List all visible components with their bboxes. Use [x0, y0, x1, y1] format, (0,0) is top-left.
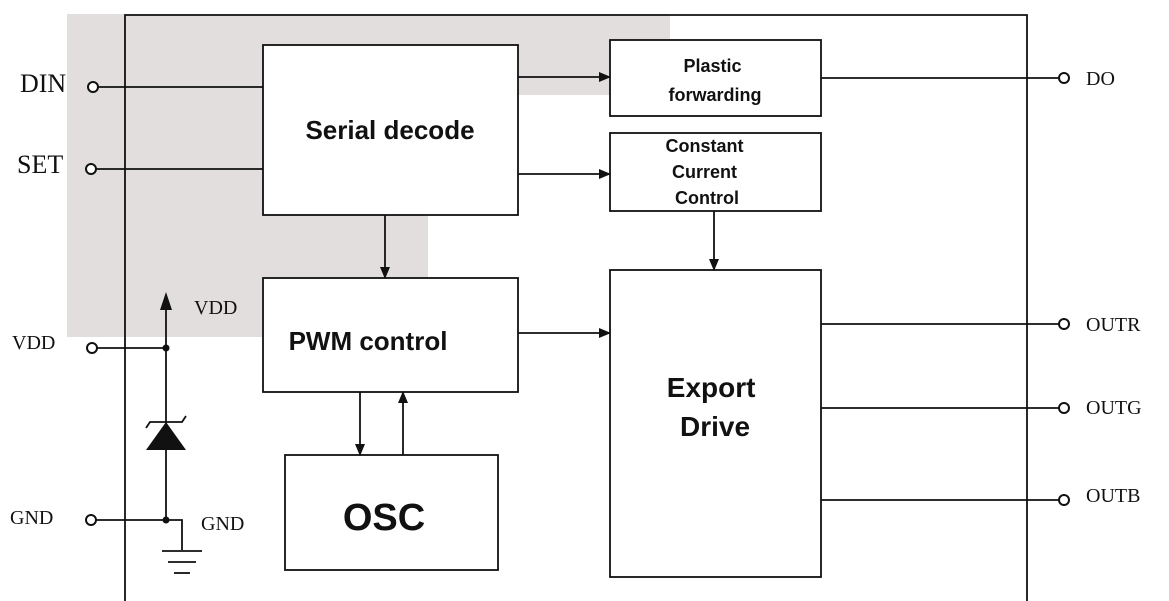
serial-decode-block [262, 44, 519, 216]
internal-vdd-label: VDD [194, 297, 237, 319]
ground-symbol-icon [162, 519, 202, 574]
osc-label: OSC [343, 497, 425, 539]
pwm-control-label: PWM control [289, 326, 448, 356]
export-drive-line-1: Export [667, 372, 756, 403]
plastic-forwarding-line-2: forwarding [669, 85, 762, 105]
pin-label-outr: OUTR [1086, 314, 1141, 336]
plastic-forwarding-line-1: Plastic [683, 56, 741, 76]
pin-label-vdd: VDD [12, 332, 55, 354]
vdd-arrow-icon [160, 292, 172, 310]
pin-label-din: DIN [20, 69, 66, 98]
pin-label-gnd: GND [10, 507, 53, 529]
osc-block [284, 454, 499, 571]
export-drive-label: Export Drive [667, 372, 763, 442]
pin-outr [1058, 318, 1070, 330]
pin-label-outb: OUTB [1086, 485, 1140, 507]
pin-outg [1058, 402, 1070, 414]
constant-current-line-1: Constant [665, 136, 743, 156]
pin-gnd [85, 514, 97, 526]
export-drive-block [609, 269, 822, 578]
pin-outb [1058, 494, 1070, 506]
pin-set [85, 163, 97, 175]
pwm-control-block [262, 277, 519, 393]
pin-label-outg: OUTG [1086, 397, 1142, 419]
pin-din [87, 81, 99, 93]
export-drive-line-2: Drive [680, 411, 750, 442]
constant-current-label: Constant Current Control [665, 136, 748, 208]
constant-current-line-2: Current [672, 162, 737, 182]
chip-outline [124, 14, 1028, 601]
zener-diode-icon [145, 415, 187, 450]
constant-current-line-3: Control [675, 188, 739, 208]
serial-decode-label: Serial decode [305, 115, 474, 145]
plastic-forwarding-label: Plastic forwarding [669, 56, 762, 105]
pin-label-do: DO [1086, 68, 1115, 90]
vdd-junction [162, 344, 170, 352]
pin-label-set: SET [17, 150, 63, 179]
pin-vdd [86, 342, 98, 354]
pin-do [1058, 72, 1070, 84]
internal-gnd-label: GND [201, 513, 244, 535]
